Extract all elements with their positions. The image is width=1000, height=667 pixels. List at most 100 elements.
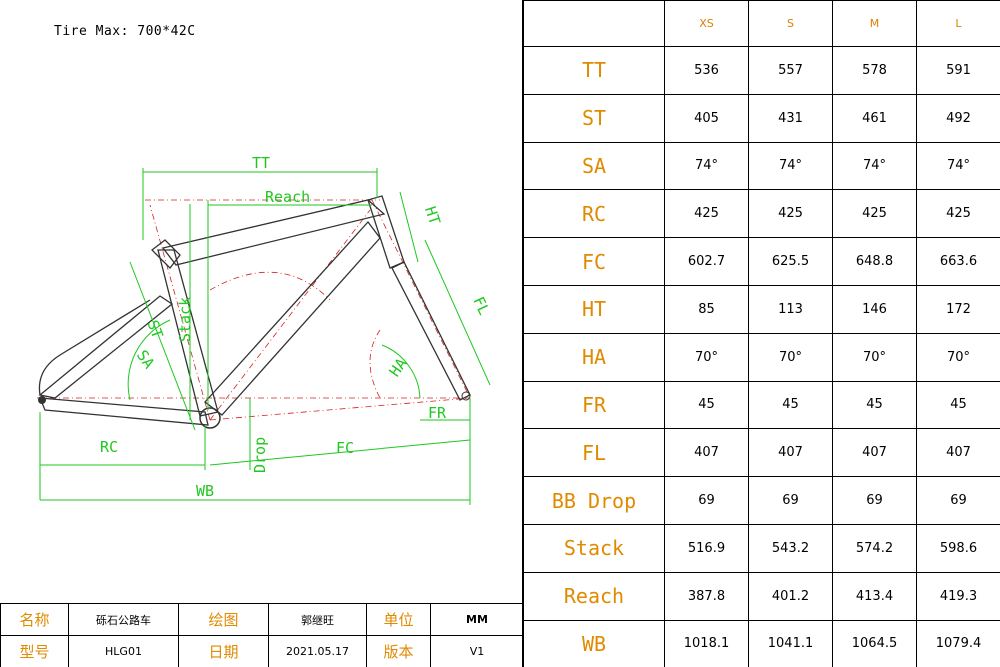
date-value: 2021.05.17 bbox=[268, 635, 367, 667]
label-st: ST bbox=[144, 318, 167, 341]
geometry-value: 70° bbox=[916, 332, 1000, 382]
title-block-row: 型号 HLG01 日期 2021.05.17 版本 V1 bbox=[0, 635, 524, 667]
label-rc: RC bbox=[100, 438, 118, 456]
geometry-value: 69 bbox=[664, 476, 749, 525]
label-wb: WB bbox=[196, 482, 214, 500]
label-reach: Reach bbox=[265, 188, 310, 206]
geometry-value: 425 bbox=[748, 189, 833, 239]
size-header: XS bbox=[664, 0, 749, 47]
geometry-value: 70° bbox=[748, 332, 833, 382]
dimension-lines bbox=[39, 168, 491, 505]
geometry-row-label: Stack bbox=[523, 523, 665, 573]
geometry-value: 425 bbox=[832, 189, 917, 239]
geometry-value: 69 bbox=[748, 476, 833, 525]
geometry-row-label: WB bbox=[523, 619, 665, 667]
geometry-value: 70° bbox=[664, 332, 749, 382]
geometry-value: 401.2 bbox=[748, 571, 833, 621]
geometry-row-label: HA bbox=[523, 332, 665, 382]
geometry-value: 74° bbox=[748, 141, 833, 191]
drawn-label: 绘图 bbox=[178, 603, 269, 636]
geometry-value: 407 bbox=[916, 428, 1000, 478]
geometry-row-label: ST bbox=[523, 93, 665, 143]
geometry-value: 425 bbox=[916, 189, 1000, 239]
geometry-value: 407 bbox=[664, 428, 749, 478]
label-tt: TT bbox=[252, 154, 270, 172]
geometry-value: 1041.1 bbox=[748, 619, 833, 667]
geometry-value: 407 bbox=[832, 428, 917, 478]
name-value: 砾石公路车 bbox=[68, 603, 179, 636]
header-blank bbox=[523, 0, 665, 47]
label-fl: FL bbox=[469, 294, 493, 318]
geometry-value: 69 bbox=[916, 476, 1000, 525]
geometry-row-label: SA bbox=[523, 141, 665, 191]
geometry-value: 543.2 bbox=[748, 523, 833, 573]
geometry-value: 591 bbox=[916, 46, 1000, 95]
drawing-area: Tire Max: 700*42C bbox=[0, 0, 523, 603]
geometry-value: 172 bbox=[916, 284, 1000, 334]
geometry-value: 146 bbox=[832, 284, 917, 334]
unit-value: MM bbox=[430, 603, 524, 636]
geometry-value: 625.5 bbox=[748, 237, 833, 286]
geometry-value: 1064.5 bbox=[832, 619, 917, 667]
geometry-value: 407 bbox=[748, 428, 833, 478]
geometry-value: 74° bbox=[832, 141, 917, 191]
geometry-value: 45 bbox=[748, 380, 833, 430]
tire-max-note: Tire Max: 700*42C bbox=[54, 24, 196, 39]
geometry-value: 602.7 bbox=[664, 237, 749, 286]
geometry-value: 461 bbox=[832, 93, 917, 143]
label-ha: HA bbox=[386, 355, 411, 380]
model-value: HLG01 bbox=[68, 635, 179, 667]
geometry-value: 574.2 bbox=[832, 523, 917, 573]
geometry-row-label: Reach bbox=[523, 571, 665, 621]
geometry-value: 419.3 bbox=[916, 571, 1000, 621]
geometry-value: 1079.4 bbox=[916, 619, 1000, 667]
geometry-value: 598.6 bbox=[916, 523, 1000, 573]
size-header: S bbox=[748, 0, 833, 47]
geometry-value: 648.8 bbox=[832, 237, 917, 286]
geometry-value: 663.6 bbox=[916, 237, 1000, 286]
bottom-bracket bbox=[199, 407, 221, 429]
title-block-row: 名称 砾石公路车 绘图 郭继旺 单位 MM bbox=[0, 603, 524, 636]
geometry-row-label: TT bbox=[523, 46, 665, 95]
geometry-value: 413.4 bbox=[832, 571, 917, 621]
geometry-value: 516.9 bbox=[664, 523, 749, 573]
label-fr: FR bbox=[428, 404, 447, 422]
bike-frame bbox=[38, 195, 471, 426]
geometry-row-label: FL bbox=[523, 428, 665, 478]
geometry-value: 74° bbox=[916, 141, 1000, 191]
geometry-row-label: HT bbox=[523, 284, 665, 334]
label-stack: Stack bbox=[176, 297, 194, 342]
geometry-value: 431 bbox=[748, 93, 833, 143]
geometry-value: 1018.1 bbox=[664, 619, 749, 667]
centerlines bbox=[37, 199, 471, 421]
geometry-row-label: FR bbox=[523, 380, 665, 430]
version-value: V1 bbox=[430, 635, 524, 667]
geometry-value: 85 bbox=[664, 284, 749, 334]
geometry-row-label: FC bbox=[523, 237, 665, 286]
geometry-value: 45 bbox=[916, 380, 1000, 430]
geometry-value: 557 bbox=[748, 46, 833, 95]
vertical-separator bbox=[522, 0, 523, 667]
frame-geometry-diagram: TT Reach HT Stack ST SA FL HA FR RC Drop… bbox=[37, 154, 493, 505]
geometry-value: 45 bbox=[664, 380, 749, 430]
geometry-row-label: BB Drop bbox=[523, 476, 665, 525]
geometry-value: 492 bbox=[916, 93, 1000, 143]
geometry-value: 425 bbox=[664, 189, 749, 239]
geometry-value: 405 bbox=[664, 93, 749, 143]
label-ht: HT bbox=[421, 204, 444, 227]
size-header: L bbox=[916, 0, 1000, 47]
label-fc: FC bbox=[336, 439, 354, 457]
unit-label: 单位 bbox=[366, 603, 431, 636]
rear-dropout bbox=[38, 396, 46, 404]
label-drop: Drop bbox=[251, 437, 269, 473]
geometry-value: 74° bbox=[664, 141, 749, 191]
geometry-value: 69 bbox=[832, 476, 917, 525]
